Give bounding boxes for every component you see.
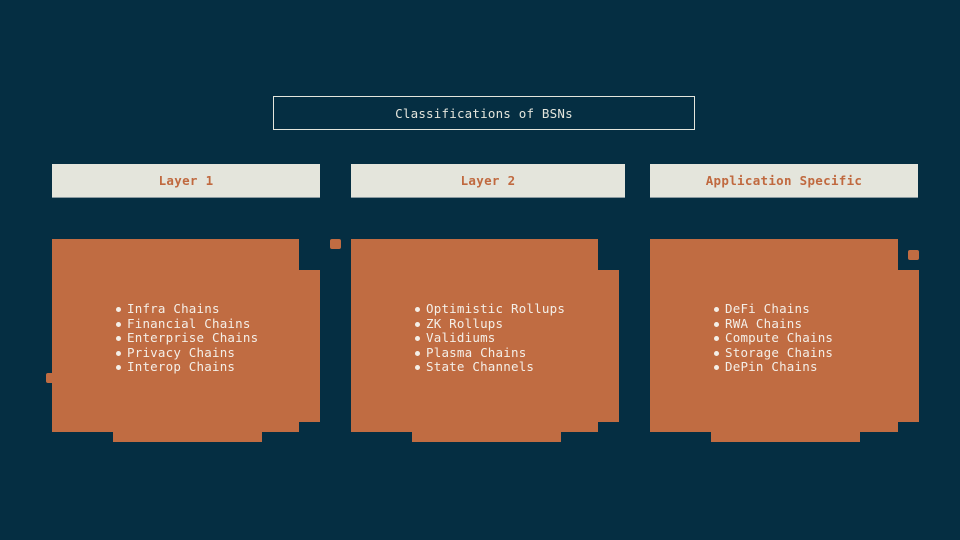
item-list-application-specific: DeFi Chains RWA Chains Compute Chains St… [714, 301, 833, 375]
list-item: DePin Chains [714, 359, 833, 375]
list-item: Compute Chains [714, 330, 833, 346]
list-item: Infra Chains [116, 301, 258, 317]
panel-right-step [898, 270, 919, 422]
panel-right-step [299, 270, 320, 422]
list-item: RWA Chains [714, 316, 833, 332]
diagram-title: Classifications of BSNs [273, 96, 695, 130]
list-item: Optimistic Rollups [415, 301, 565, 317]
list-item: DeFi Chains [714, 301, 833, 317]
panel-body [52, 239, 299, 432]
list-item: ZK Rollups [415, 316, 565, 332]
panel-right-step [598, 270, 619, 422]
item-list-layer-2: Optimistic Rollups ZK Rollups Validiums … [415, 301, 565, 375]
decorative-pixel [908, 250, 919, 260]
decorative-pixel [330, 239, 341, 249]
panel-bottom-step [113, 432, 262, 442]
list-item: Validiums [415, 330, 565, 346]
decorative-nub [46, 373, 52, 383]
list-item: Privacy Chains [116, 345, 258, 361]
category-header-layer-1: Layer 1 [52, 164, 320, 198]
panel-body [650, 239, 898, 432]
panel-bottom-step [711, 432, 860, 442]
category-header-application-specific: Application Specific [650, 164, 918, 198]
list-item: Plasma Chains [415, 345, 565, 361]
list-item: Interop Chains [116, 359, 258, 375]
list-item: State Channels [415, 359, 565, 375]
panel-body [351, 239, 598, 432]
list-item: Financial Chains [116, 316, 258, 332]
category-header-layer-2: Layer 2 [351, 164, 625, 198]
list-item: Storage Chains [714, 345, 833, 361]
list-item: Enterprise Chains [116, 330, 258, 346]
item-list-layer-1: Infra Chains Financial Chains Enterprise… [116, 301, 258, 375]
panel-bottom-step [412, 432, 561, 442]
